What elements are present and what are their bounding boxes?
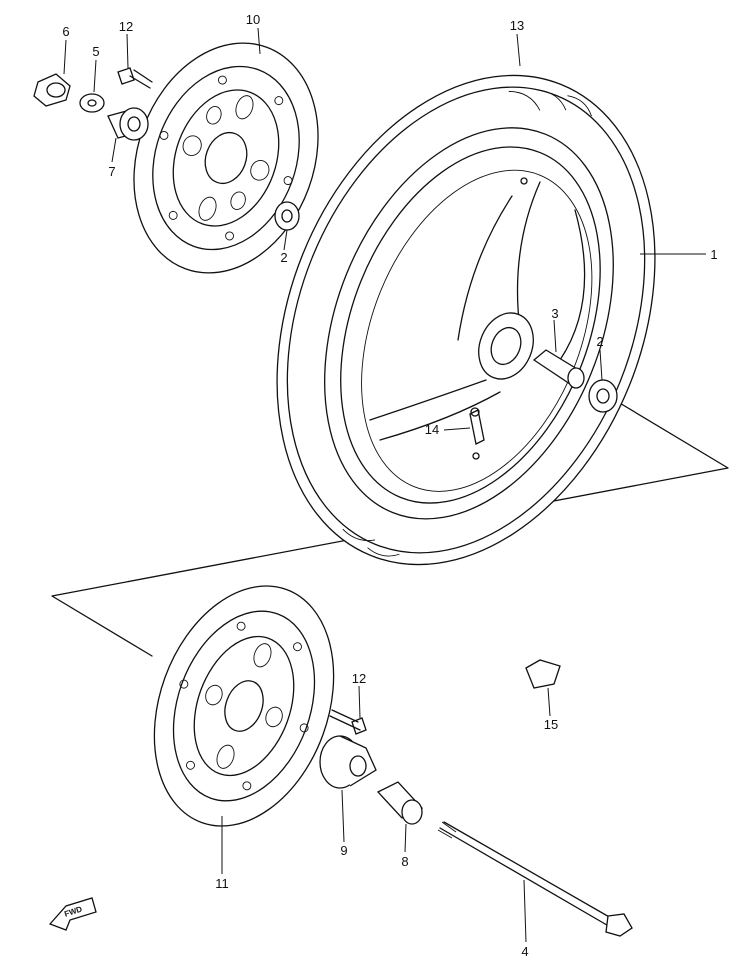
- callout-7: 7: [108, 164, 115, 179]
- part-14-valve: [469, 407, 485, 445]
- callout-5: 5: [92, 44, 99, 59]
- part-3-spacer: [532, 349, 585, 389]
- callout-13: 13: [510, 18, 524, 33]
- callout-6: 6: [62, 24, 69, 39]
- callout-15: 15: [544, 717, 558, 732]
- part-5-washer: [79, 93, 105, 113]
- part-8-collar: [376, 781, 424, 825]
- wheel-and-tire: [276, 74, 656, 566]
- part-2-bearing-wheel: [588, 379, 618, 413]
- brake-disc-upper: [133, 42, 319, 274]
- brake-disc-lower: [153, 585, 335, 827]
- wheel-spokes: [369, 177, 586, 460]
- part-9-speedo-gear: [319, 735, 377, 789]
- part-12-bolt-upper: [117, 67, 153, 89]
- callout-3: 3: [551, 306, 558, 321]
- part-4-axle: [437, 821, 633, 937]
- callout-12-lower: 12: [352, 671, 366, 686]
- callout-10: 10: [246, 12, 260, 27]
- part-12-bolt-lower: [329, 709, 367, 735]
- callout-11: 11: [215, 876, 229, 891]
- callout-4: 4: [521, 944, 528, 959]
- callout-14: 14: [425, 422, 439, 437]
- part-2-bearing-upper: [274, 201, 300, 231]
- leader-lines: [63, 27, 706, 943]
- callout-labels: 13 10 12 6 5 7 2 1 3 2 14 12 15 9 8 11 4: [62, 12, 717, 959]
- part-7-collar: [107, 107, 149, 141]
- forward-arrow-icon: FWD: [48, 897, 97, 931]
- part-15-clip: [525, 659, 561, 689]
- callout-9: 9: [340, 843, 347, 858]
- callout-2-upper: 2: [280, 250, 287, 265]
- callout-1: 1: [710, 247, 717, 262]
- part-6-nut: [33, 73, 71, 107]
- callout-8: 8: [401, 854, 408, 869]
- callout-2-wheel: 2: [596, 334, 603, 349]
- callout-12-upper: 12: [119, 19, 133, 34]
